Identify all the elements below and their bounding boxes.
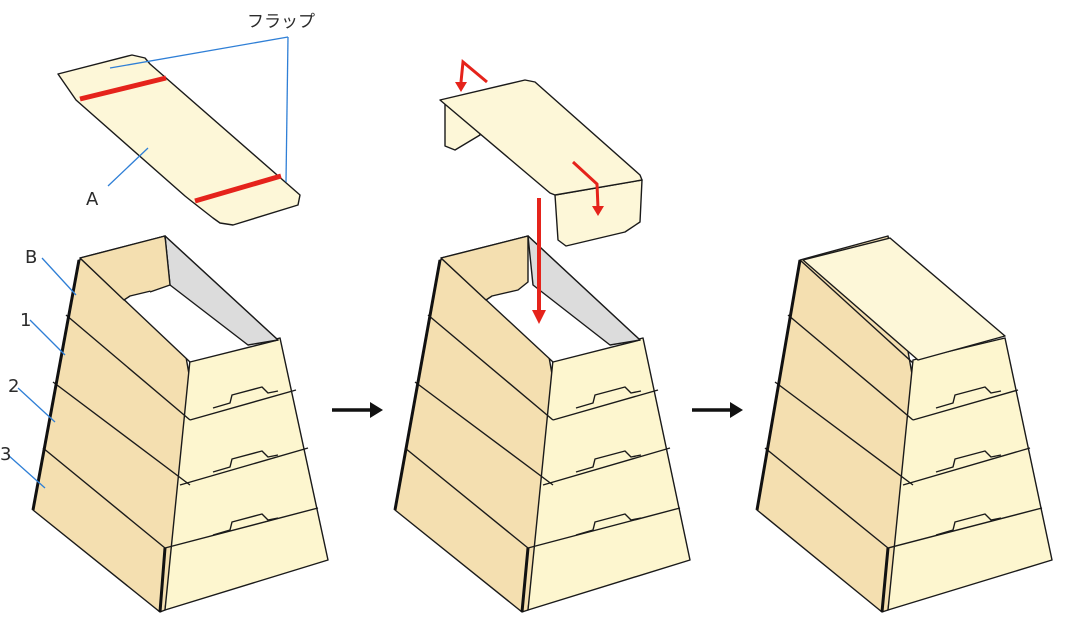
label-flap: フラップ xyxy=(247,12,315,32)
step-3-assembled xyxy=(755,235,1053,613)
label-b: B xyxy=(25,247,37,268)
fold-line-top xyxy=(79,75,167,102)
right-arrow-icon xyxy=(692,402,743,418)
label-tier-2: 2 xyxy=(8,376,19,397)
fold-arrow-right xyxy=(571,160,604,216)
down-arrow-icon xyxy=(532,198,546,324)
right-arrow-icon xyxy=(332,402,383,418)
step-2-insert-lid xyxy=(393,59,691,613)
fold-arrow-top xyxy=(455,59,488,92)
label-tier-3: 3 xyxy=(0,444,11,465)
lid-a-flat xyxy=(57,54,301,226)
label-a: A xyxy=(86,189,99,210)
label-tier-1: 1 xyxy=(20,310,31,331)
step-1-separate: フラップ A B 1 2 3 xyxy=(0,12,329,613)
box-stack-open xyxy=(31,235,329,613)
box-stack-open-2 xyxy=(393,235,691,613)
box-stack-closed xyxy=(755,235,1053,613)
fold-line-bottom xyxy=(194,173,282,204)
